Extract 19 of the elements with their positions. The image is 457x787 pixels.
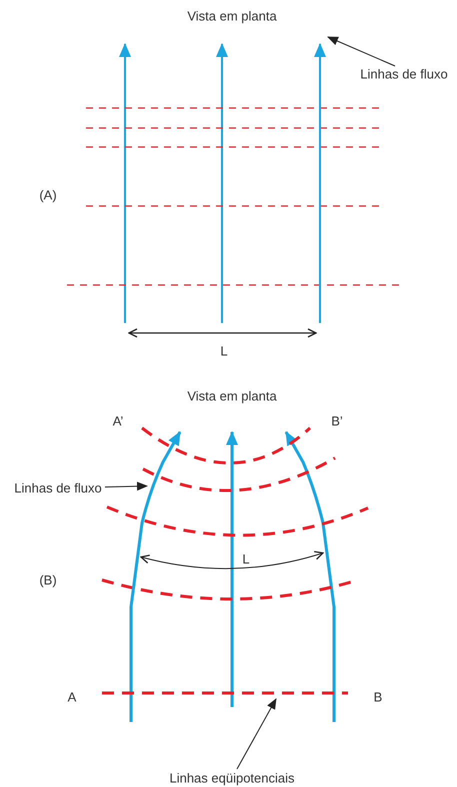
dimension-label: L [220, 344, 228, 358]
dimension-label: L [242, 552, 250, 566]
point-label: A’ [112, 414, 124, 428]
leader-line [104, 482, 148, 491]
view-title: Vista em planta [187, 388, 277, 404]
leader-line [236, 698, 276, 770]
view-title: Vista em planta [187, 8, 277, 24]
flow-line-arrow [314, 43, 326, 323]
point-label: B [374, 690, 382, 704]
equipotential-line [102, 692, 348, 694]
panel-label: (A) [39, 188, 57, 202]
flow-line-arrow [130, 431, 182, 722]
point-label: A [68, 690, 76, 704]
point-label: B’ [331, 414, 343, 428]
leader-line [327, 36, 396, 66]
callout-text: Linhas eqüipotenciais [169, 770, 295, 786]
callout-text: Linhas de fluxo [14, 480, 102, 496]
callout-text: Linhas de fluxo [360, 66, 448, 82]
panel-label: (B) [39, 572, 57, 588]
